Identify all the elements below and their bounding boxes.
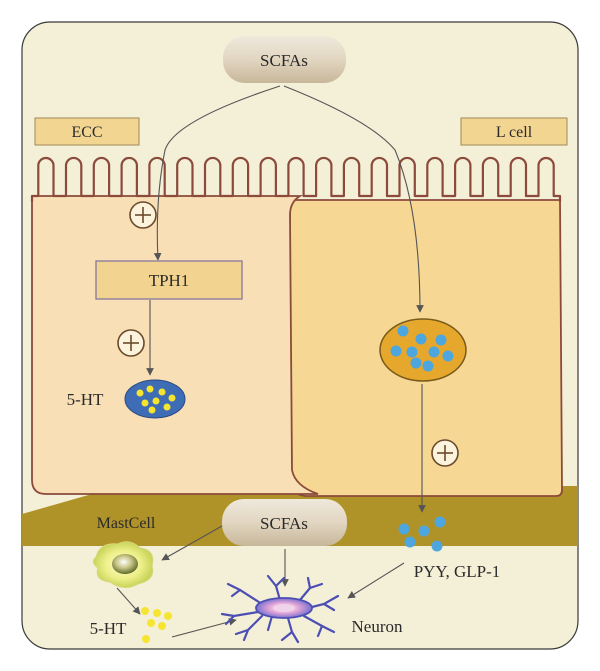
plus-sign-1 [129, 201, 157, 229]
neuron-label: Neuron [352, 617, 403, 636]
arrow-mast-cell-to-5ht [116, 587, 141, 615]
l-cell-label-box [460, 117, 568, 146]
tph1-box [95, 260, 243, 300]
neuron [220, 574, 340, 644]
arrow-scfas-to-l-cell [283, 85, 424, 313]
plus-sign-3 [431, 439, 459, 467]
scfas-bottom-pill [222, 499, 347, 546]
mast-cell [92, 541, 154, 588]
serotonin-vesicle [124, 379, 186, 419]
pyy-glp1-granules [398, 516, 446, 552]
plus-sign-2 [117, 329, 145, 357]
arrow-scfas-to-tph1 [153, 85, 281, 261]
tph1-label: TPH1 [149, 271, 190, 290]
serotonin-cell-label: 5-HT [67, 390, 104, 409]
ecc-cell-body [31, 195, 319, 495]
arrow-pyy-to-neuron [347, 562, 405, 599]
l-cell-label: L cell [496, 124, 533, 141]
microvilli-membrane [30, 156, 562, 202]
scfas-top-pill [223, 36, 346, 83]
scfas-bottom-label: SCFAs [260, 514, 308, 533]
l-cell-vesicle [379, 318, 467, 382]
arrow-5ht-to-neuron [171, 618, 237, 638]
scfas-top-label: SCFAs [260, 51, 308, 70]
pyy-glp1-label: PYY, GLP-1 [414, 562, 501, 581]
ecc-label-box [34, 117, 140, 146]
ecc-label: ECC [71, 124, 102, 141]
serotonin-mast-label: 5-HT [90, 619, 127, 638]
serotonin-released-granules [141, 607, 172, 643]
mast-cell-label: MastCell [97, 515, 156, 532]
neuron-nucleus [273, 604, 295, 612]
arrow-scfas-to-mast-cell [161, 525, 223, 561]
